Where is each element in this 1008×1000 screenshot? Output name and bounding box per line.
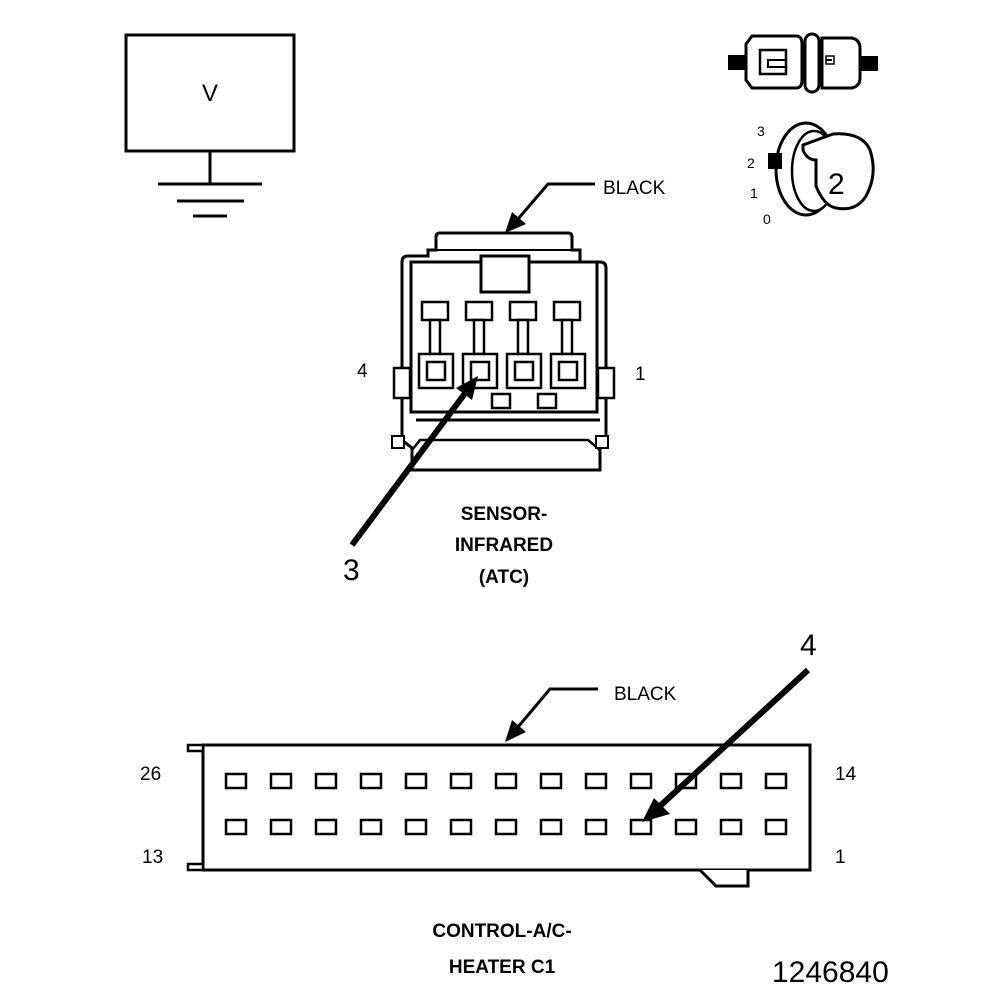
control-cavity [359,818,383,836]
control-cavity [584,772,608,790]
control-cavity [449,772,473,790]
control-cavity [314,772,338,790]
control-cavity [764,818,788,836]
control-cavity [764,772,788,790]
control-cavity [314,818,338,836]
control-cavity [269,818,293,836]
control-connector: 4 BLACK 26 14 13 1 CONTROL-A/C- HEATER C… [140,629,857,978]
voltmeter: V [124,33,296,218]
control-pin-bottom-right: 1 [835,847,846,868]
key-position-3: 3 [757,123,765,139]
control-callout-arrow [657,667,811,809]
sensor-name-line-3: (ATC) [479,567,529,588]
control-cavities [224,772,788,836]
key-position-2: 2 [747,155,755,171]
control-cavity [494,772,518,790]
key-position-1: 1 [750,185,758,201]
voltmeter-symbol: V [202,80,218,107]
control-cavity [584,818,608,836]
control-cavity [494,818,518,836]
control-cavity [674,818,698,836]
sensor-connector: BLACK [343,178,666,588]
control-cavity [449,818,473,836]
control-cavity [404,818,428,836]
ignition-switch-icon: 3 2 1 0 2 [747,121,875,227]
key-icon [801,132,875,211]
control-cavity [719,772,743,790]
sensor-callout-arrow [349,390,469,547]
control-cavity [269,772,293,790]
control-pin-top-left: 26 [140,764,161,785]
control-cavity [629,772,653,790]
control-cavity [224,772,248,790]
sensor-callout-number: 3 [343,554,360,587]
sensor-color-label: BLACK [603,178,666,199]
control-color-label: BLACK [614,684,677,705]
control-cavity [224,818,248,836]
control-cavity [359,772,383,790]
key-position-0: 0 [763,211,771,227]
control-cavity [404,772,428,790]
control-cavity [539,772,563,790]
control-pin-top-right: 14 [835,764,857,785]
key-selected-position: 2 [828,168,845,201]
control-callout-number: 4 [800,629,817,662]
figure-id: 1246840 [772,956,889,989]
control-cavity [719,818,743,836]
control-name-line-2: HEATER C1 [449,957,556,978]
sensor-pin-right: 1 [635,364,646,385]
control-pin-bottom-left: 13 [142,847,163,868]
disconnected-connector-icon [728,32,878,94]
ground-icon [158,182,262,218]
control-cavity [629,818,653,836]
control-cavity [539,818,563,836]
sensor-name-line-1: SENSOR- [461,504,548,525]
sensor-name-line-2: INFRARED [455,535,553,556]
control-name-line-1: CONTROL-A/C- [432,921,571,942]
sensor-pin-left: 4 [357,361,368,382]
